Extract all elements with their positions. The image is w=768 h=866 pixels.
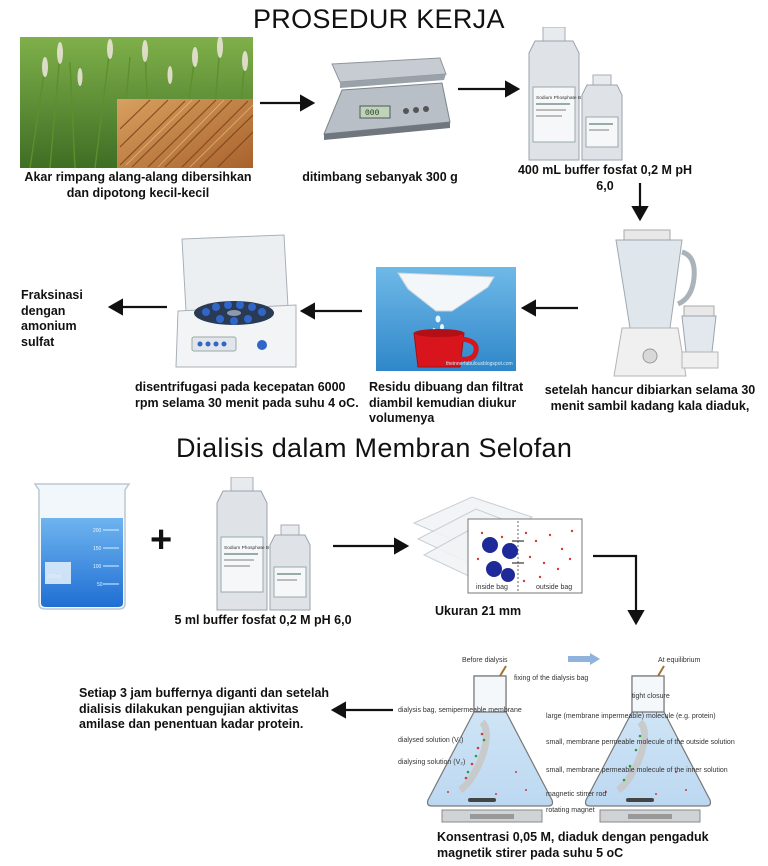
main-title: PROSEDUR KERJA: [253, 4, 505, 34]
at-equilibrium-label: At equilibrium: [658, 657, 701, 664]
beaker-tick-100: 100: [93, 564, 102, 570]
filtration-watermark: theinnerfabulousblogspot.com: [446, 361, 513, 367]
dialysis-step-1-caption: 5 ml buffer fosfat 0,2 M pH 6,0: [174, 613, 352, 627]
dialysis-step-4-caption: Setiap 3 jam buffernya diganti dan setel…: [79, 686, 330, 731]
dialysis-diagram: Before dialysis At equilibrium fixing of…: [396, 652, 742, 826]
step-6-caption: disentrifugasi pada kecepatan 6000 rpm s…: [135, 380, 359, 410]
before-dialysis-label: Before dialysis: [462, 657, 508, 664]
step-5-caption: Residu dibuang dan filtrat diambil kemud…: [369, 380, 524, 425]
centrifuge-photo: [172, 233, 300, 370]
dialysis-step-3-caption: Konsentrasi 0,05 M, diaduk dengan pengad…: [437, 830, 709, 860]
scale-photo: 000: [318, 50, 453, 150]
grass-roots-photo: [20, 36, 254, 169]
beaker-tick-150: 150: [93, 546, 102, 552]
step-7-caption: Fraksinasi dengan amonium sulfat: [21, 288, 83, 349]
beaker-tick-50: 50: [97, 582, 103, 588]
blender-photo: [598, 228, 743, 378]
dialysis-title: Dialisis dalam Membran Selofan: [176, 433, 573, 463]
bottle-label-text: Sodium Phosphate Buffer: [536, 95, 591, 101]
label-dialysing: dialysing solution (V₂): [398, 759, 465, 766]
step-1-caption: Akar rimpang alang-alang dibersihkan dan…: [24, 170, 252, 200]
scale-display-text: 000: [365, 109, 380, 118]
beaker-tick-200: 200: [93, 528, 102, 534]
step-4-caption: setelah hancur dibiarkan selama 30 menit…: [544, 383, 756, 413]
label-stirrer: magnetic stirrer rod: [546, 791, 606, 798]
bag-outside-label: outside bag: [536, 584, 572, 591]
label-bag: dialysis bag, semipermeable membrane: [398, 707, 522, 714]
label-large: large (membrane impermeable) molecule (e…: [546, 713, 716, 720]
label-small-inside: small, membrane permeable molecule of th…: [546, 767, 728, 774]
beaker-photo: 200 150 100 50 250ml: [31, 478, 133, 611]
label-dialysed: dialysed solution (V₁): [398, 737, 463, 744]
dialysis-step-2-caption: Ukuran 21 mm: [435, 604, 522, 618]
label-small-outside: small, membrane permeable molecule of th…: [546, 739, 735, 746]
plus-sign: +: [150, 519, 173, 561]
bag-inside-label: inside bag: [476, 584, 508, 591]
step-2-caption: ditimbang sebanyak 300 g: [302, 170, 458, 184]
step-3-caption: 400 mL buffer fosfat 0,2 M pH 6,0: [517, 163, 693, 193]
arrow-d2-d3: [593, 554, 645, 626]
buffer-bottles-photo: Sodium Phosphate Buffer: [527, 26, 632, 162]
filtration-photo: theinnerfabulousblogspot.com: [376, 267, 516, 371]
label-fixing: fixing of the dialysis bag: [514, 675, 588, 682]
bottle-label-text-2: Sodium Phosphate Buffer: [224, 545, 279, 551]
buffer-bottles-photo-2: Sodium Phosphate Buffer: [215, 476, 320, 612]
label-closure: tight closure: [632, 693, 670, 700]
cellophane-photo: inside bag outside bag: [412, 493, 584, 595]
label-magnet: rotating magnet: [546, 807, 595, 814]
